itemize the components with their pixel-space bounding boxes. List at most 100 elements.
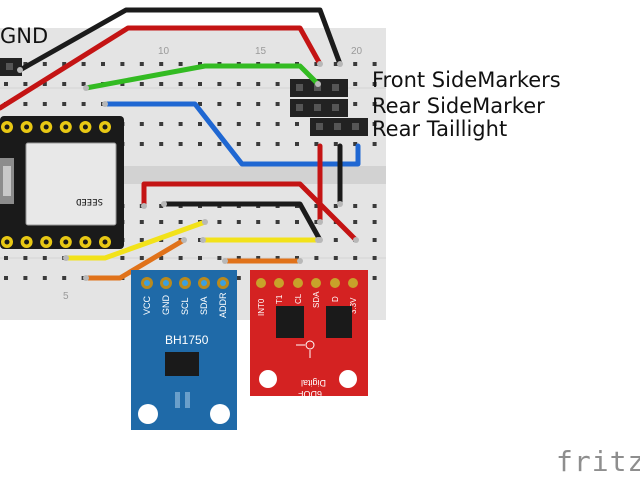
mcu-pin-hole	[63, 124, 69, 130]
breadboard-hole	[178, 220, 183, 224]
breadboard-hole	[314, 62, 319, 66]
wire-blue	[102, 101, 361, 167]
breadboard-hole	[353, 82, 358, 86]
rear-taillight-label: Rear Taillight	[372, 117, 508, 141]
breadboard-hole	[42, 256, 47, 260]
breadboard-hole	[4, 82, 8, 86]
breadboard-hole	[62, 62, 67, 66]
breadboard-hole	[353, 102, 358, 106]
breadboard-hole	[236, 220, 241, 224]
breadboard-hole	[256, 82, 261, 86]
breadboard-hole	[198, 142, 202, 146]
breadboard-hole	[81, 62, 86, 66]
breadboard-hole	[372, 62, 377, 66]
breadboard-hole	[42, 82, 47, 86]
imu-pin-d: D	[331, 296, 340, 302]
breadboard-hole	[275, 102, 280, 106]
breadboard-hole	[62, 276, 67, 280]
breadboard-hole	[314, 220, 319, 224]
imu-6dof-sensor: INT0 T1 CL SDA D 3.3V Digital 6DOF	[250, 270, 368, 399]
breadboard-hole	[372, 238, 377, 242]
breadboard-hole	[139, 142, 144, 146]
breadboard-hole	[159, 62, 164, 66]
breadboard-hole	[159, 220, 164, 224]
breadboard-hole	[372, 142, 377, 146]
bh1750-pin-scl: SCL	[180, 297, 190, 315]
breadboard-hole	[256, 102, 261, 106]
wire-yellow-main	[63, 219, 208, 261]
breadboard-hole	[198, 256, 202, 260]
bh1750-pin-gnd: GND	[161, 295, 171, 316]
breadboard-hole	[4, 276, 8, 280]
imu-pin-t1: T1	[275, 294, 284, 304]
breadboard-hole	[178, 142, 183, 146]
breadboard-hole	[353, 62, 358, 66]
mcu-pin-hole	[102, 239, 108, 245]
column-number-15: 15	[255, 46, 267, 57]
breadboard-hole	[217, 142, 222, 146]
seeed-microcontroller: SEEED	[0, 116, 124, 249]
mcu-pin-hole	[24, 239, 30, 245]
breadboard-hole	[159, 204, 164, 208]
breadboard-hole	[120, 256, 125, 260]
breadboard-hole	[353, 142, 358, 146]
breadboard-hole	[372, 204, 377, 208]
wire-black-gnd-top	[17, 7, 343, 73]
breadboard-hole	[275, 82, 280, 86]
breadboard-hole	[159, 82, 164, 86]
breadboard-hole	[275, 122, 280, 126]
imu-pin-cl: CL	[294, 293, 303, 304]
bh1750-pin-sda: SDA	[199, 296, 209, 315]
gnd-label: GND	[0, 24, 49, 48]
imu-title-digital: Digital	[301, 378, 326, 388]
mcu-pin-hole	[24, 124, 30, 130]
breadboard-hole	[217, 82, 222, 86]
breadboard-hole	[217, 220, 222, 224]
breadboard-hole	[139, 62, 144, 66]
bh1750-pin-vcc: VCC	[142, 295, 152, 315]
breadboard-hole	[120, 62, 125, 66]
breadboard-hole	[178, 82, 183, 86]
breadboard-hole	[4, 256, 8, 260]
breadboard-hole	[217, 256, 222, 260]
breadboard-hole	[159, 142, 164, 146]
breadboard-hole	[314, 204, 319, 208]
breadboard-hole	[256, 220, 261, 224]
breadboard-hole	[372, 102, 377, 106]
breadboard-hole	[217, 122, 222, 126]
breadboard-hole	[23, 62, 28, 66]
breadboard-hole	[81, 82, 86, 86]
breadboard-hole	[333, 142, 338, 146]
breadboard-hole	[23, 256, 28, 260]
wire-green	[83, 63, 321, 91]
breadboard-hole	[178, 122, 183, 126]
breadboard-hole	[159, 256, 164, 260]
breadboard-hole	[372, 276, 377, 280]
breadboard-hole	[217, 102, 222, 106]
mcu-pin-hole	[82, 124, 88, 130]
breadboard-hole	[236, 82, 241, 86]
breadboard-hole	[275, 142, 280, 146]
breadboard-hole	[159, 122, 164, 126]
front-sidemarkers-label: Front SideMarkers	[372, 68, 561, 92]
breadboard-hole	[101, 62, 105, 66]
breadboard-hole	[372, 82, 377, 86]
breadboard-hole	[372, 256, 377, 260]
breadboard-hole	[333, 238, 338, 242]
breadboard-hole	[23, 102, 28, 106]
breadboard-hole	[198, 102, 202, 106]
mcu-pin-hole	[63, 239, 69, 245]
breadboard-hole	[62, 82, 67, 86]
breadboard-hole	[295, 122, 299, 126]
imu-title-6dof: 6DOF	[297, 389, 322, 399]
fritzing-watermark: fritzi	[556, 445, 640, 478]
breadboard-hole	[353, 256, 358, 260]
breadboard-hole	[333, 204, 338, 208]
breadboard-hole	[139, 82, 144, 86]
imu-pin-int0: INT0	[257, 298, 266, 316]
mcu-pin-hole	[4, 239, 10, 245]
breadboard-hole	[178, 256, 183, 260]
rear-sidemarker-label: Rear SideMarker	[372, 94, 545, 118]
mcu-pin-hole	[102, 124, 108, 130]
